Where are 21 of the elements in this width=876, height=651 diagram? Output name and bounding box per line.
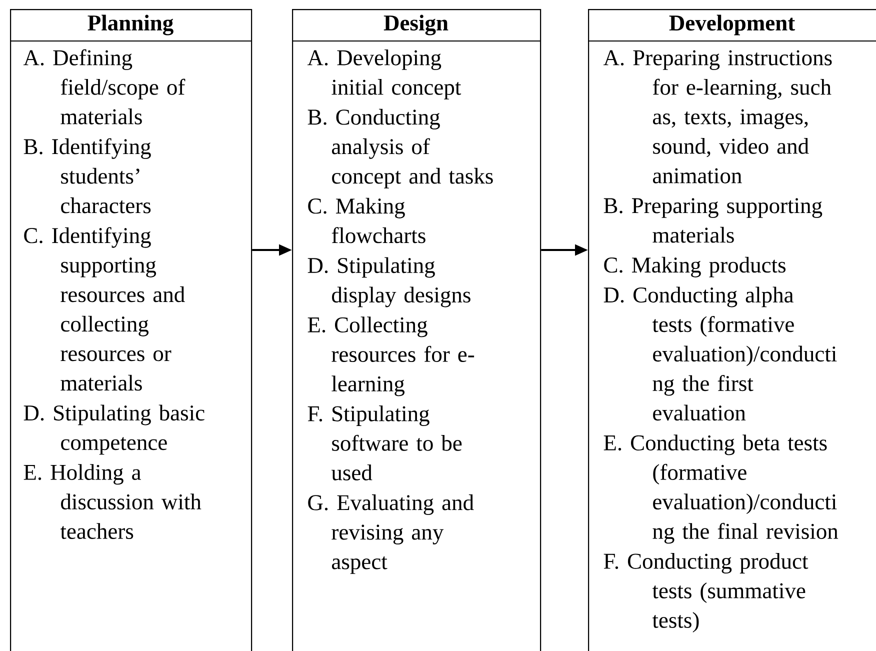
- list-item: A. Developing initial concept: [307, 50, 462, 100]
- list-item: B. Identifying students’ characters: [24, 138, 151, 214]
- list-item: E. Conducting beta tests (formative evaluation)/conducti ng the final revision: [604, 434, 838, 544]
- list-item: D. Stipulating basic competence: [24, 404, 204, 455]
- list-item: B. Conducting analysis of concept and tasks: [308, 108, 493, 188]
- column-heading: Planning: [88, 14, 174, 36]
- list-item: E. Holding a discussion with teachers: [24, 464, 202, 539]
- list-item: F. Stipulating software to be used: [308, 406, 462, 480]
- list-item: G. Evaluating and revising any aspect: [308, 494, 474, 574]
- column-heading: Design: [384, 14, 448, 36]
- list-item: D. Stipulating display designs: [308, 257, 470, 308]
- list-item: A. Defining field/scope of materials: [23, 49, 186, 124]
- list-item: C. Identifying supporting resources and collecting resources or materials: [24, 227, 185, 391]
- column-heading: Development: [669, 14, 796, 36]
- list-item: C. Making flowcharts: [308, 198, 426, 244]
- list-item: B. Preparing supporting materials: [604, 198, 822, 243]
- list-item: D. Conducting alpha tests (formative evaluation)/conducti ng the first evaluation: [604, 286, 837, 421]
- list-item: A. Preparing instructions for e-learning, such as, texts, images, sound, video and animation: [603, 50, 832, 184]
- list-item: E. Collecting resources for e- learning: [308, 316, 474, 396]
- list-item: F. Conducting product tests (summative tests): [604, 553, 808, 632]
- list-item: C. Making products: [604, 256, 786, 278]
